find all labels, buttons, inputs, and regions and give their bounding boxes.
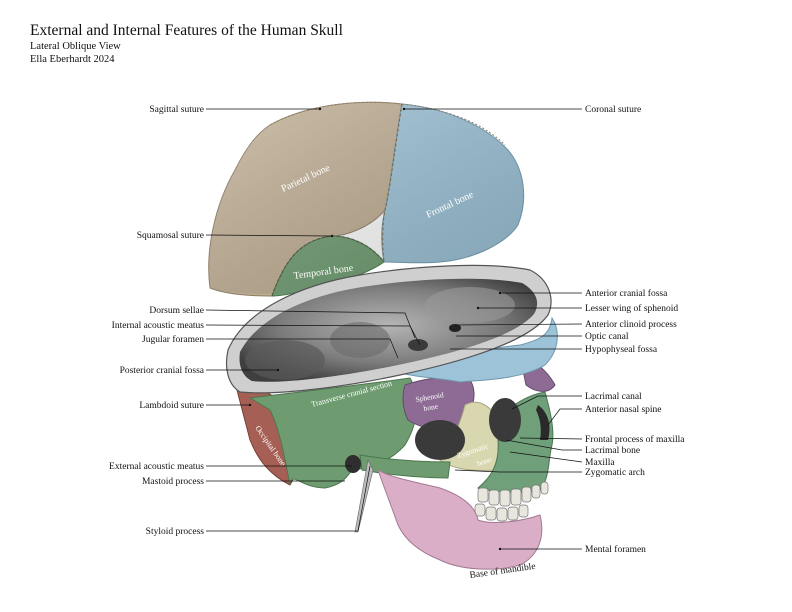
label-coronal-suture: Coronal suture xyxy=(585,105,641,115)
maxilla-bone-shape xyxy=(476,391,554,494)
label-anterior-cranial-fossa: Anterior cranial fossa xyxy=(585,288,668,299)
label-mental-foramen: Mental foramen xyxy=(585,544,646,555)
zygomatic-bone-label-2: bone xyxy=(476,455,493,468)
label-lacrimal-canal: Lacrimal canal xyxy=(585,392,642,402)
page-subtitle: Lateral Oblique View xyxy=(30,41,121,52)
mandible-shape xyxy=(377,468,543,570)
label-lambdoid-suture: Lambdoid suture xyxy=(139,401,204,411)
label-lesser-wing-of-sphenoid: Lesser wing of sphenoid xyxy=(585,303,678,314)
external-acoustic-meatus-shape xyxy=(345,455,361,473)
page-title: External and Internal Features of the Hu… xyxy=(30,22,343,39)
label-lacrimal-bone: Lacrimal bone xyxy=(585,446,640,456)
label-internal-acoustic-meatus: Internal acoustic meatus xyxy=(112,321,205,331)
label-sagittal-suture: Sagittal suture xyxy=(149,105,204,115)
label-hypophyseal-fossa: Hypophyseal fossa xyxy=(585,344,658,355)
teeth xyxy=(474,481,549,522)
label-anterior-nasal-spine: Anterior nasal spine xyxy=(585,405,662,415)
labels-right: Coronal suture Anterior cranial fossa Le… xyxy=(585,105,685,555)
orbit-shape xyxy=(489,398,521,442)
label-posterior-cranial-fossa: Posterior cranial fossa xyxy=(120,365,205,376)
label-squamosal-suture: Squamosal suture xyxy=(137,231,204,241)
label-dorsum-sellae: Dorsum sellae xyxy=(149,306,204,316)
label-optic-canal: Optic canal xyxy=(585,332,629,342)
label-styloid-process: Styloid process xyxy=(146,527,205,537)
label-external-acoustic-meatus: External acoustic meatus xyxy=(109,462,204,472)
label-jugular-foramen: Jugular foramen xyxy=(142,334,204,345)
sphenoid-bone-label-2: bone xyxy=(423,401,440,413)
cranial-interior xyxy=(225,264,552,394)
label-frontal-process-of-maxilla: Frontal process of maxilla xyxy=(585,434,685,445)
author-credit: Ella Eberhardt 2024 xyxy=(30,54,115,65)
leader-lines xyxy=(205,108,583,550)
label-anterior-clinoid-process: Anterior clinoid process xyxy=(585,320,677,330)
label-zygomatic-arch: Zygomatic arch xyxy=(585,468,645,478)
label-mastoid-process: Mastoid process xyxy=(142,477,204,487)
label-maxilla: Maxilla xyxy=(585,458,615,468)
leader-dots xyxy=(248,107,502,551)
labels-left: Sagittal suture Squamosal suture Dorsum … xyxy=(109,105,205,537)
